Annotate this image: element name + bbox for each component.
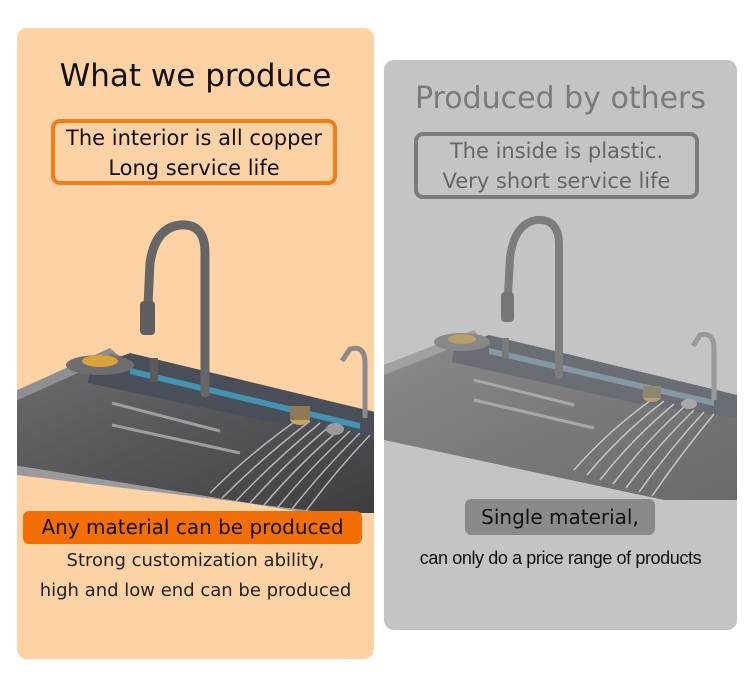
single-material-label: Single material, <box>465 499 655 535</box>
any-material-label: Any material can be produced <box>23 511 362 544</box>
our-product-heading: What we produce <box>59 58 332 94</box>
copper-interior-claim: The interior is all copper Long service … <box>51 119 337 185</box>
sink-image <box>17 220 374 513</box>
plastic-interior-claim: The inside is plastic. Very short servic… <box>414 132 699 199</box>
customization-description-line-2: high and low end can be produced <box>39 580 352 601</box>
price-range-description: can only do a price range of products <box>419 548 702 568</box>
others-product-heading: Produced by others <box>414 81 707 116</box>
sink-image <box>384 215 737 500</box>
claim-line-1: The inside is plastic. <box>449 139 664 163</box>
customization-description-line-1: Strong customization ability, <box>66 550 325 571</box>
our-product-panel: What we produce The interior is all copp… <box>17 28 374 659</box>
others-product-panel: Produced by others The inside is plastic… <box>384 60 737 630</box>
claim-line-2: Long service life <box>108 156 280 180</box>
claim-line-1: The interior is all copper <box>66 126 322 150</box>
claim-line-2: Very short service life <box>442 169 671 193</box>
